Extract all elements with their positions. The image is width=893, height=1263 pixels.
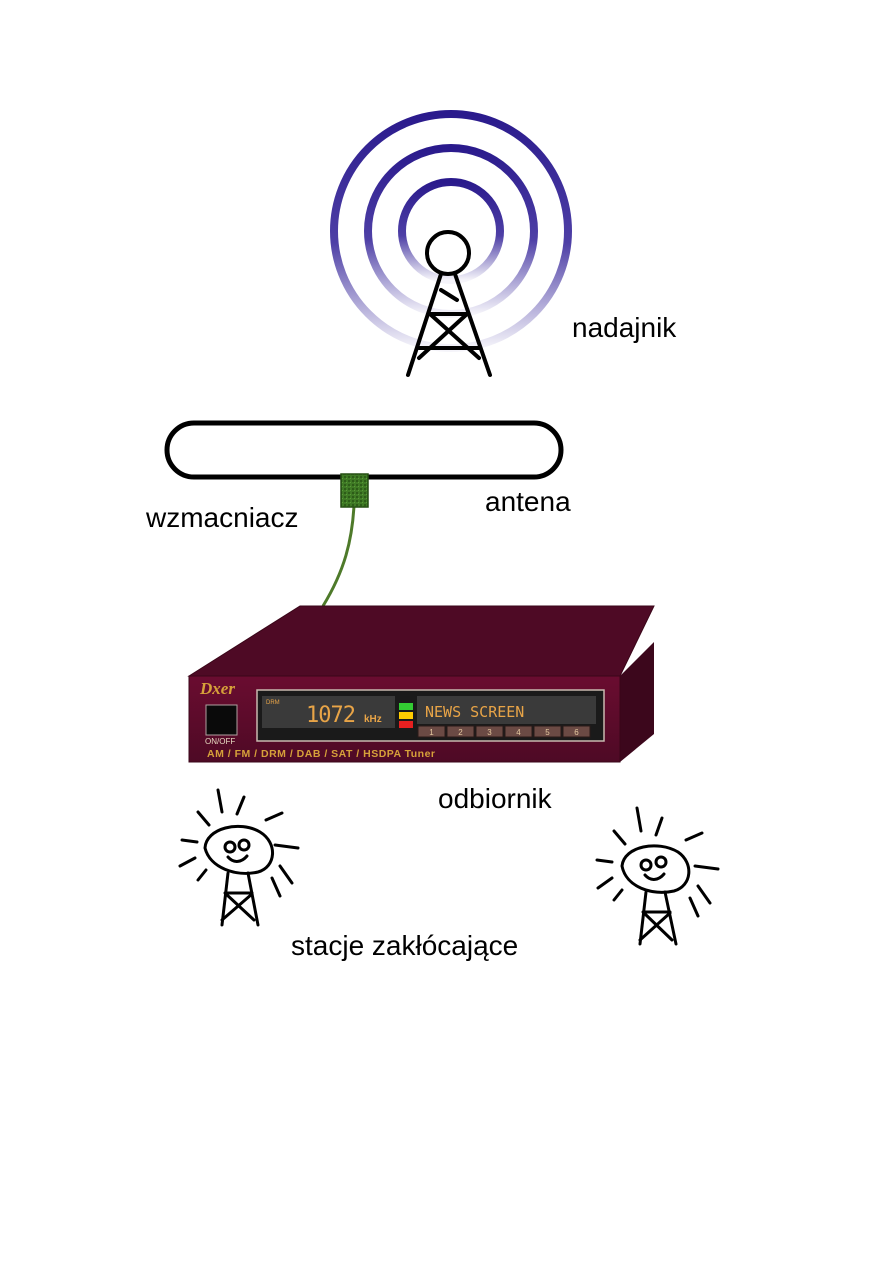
- display-text: NEWS SCREEN: [425, 703, 524, 721]
- led-red: [399, 721, 413, 728]
- interference-station-left-icon: [178, 788, 300, 927]
- preset-label-4: 4: [516, 728, 521, 737]
- frequency-display: [262, 696, 395, 728]
- preset-button-3[interactable]: [475, 725, 504, 738]
- receiver-device: Dxer ON/OFF DRM 1072 kHz NEWS SCREEN 1 2…: [187, 605, 655, 763]
- antenna-label: antena: [485, 486, 571, 517]
- antenna-loop: [164, 420, 564, 480]
- interference-station-right-icon: [595, 806, 720, 946]
- preset-label-2: 2: [458, 728, 463, 737]
- wave-inner: [398, 178, 504, 284]
- preset-button-2[interactable]: [446, 725, 475, 738]
- power-label: ON/OFF: [205, 737, 235, 746]
- led-green: [399, 703, 413, 710]
- frequency-value: 1072: [306, 703, 355, 728]
- preset-button-5[interactable]: [533, 725, 562, 738]
- device-side: [620, 642, 654, 762]
- preset-button-4[interactable]: [504, 725, 533, 738]
- transmitter-tower: [330, 110, 572, 377]
- mode-tag: DRM: [266, 700, 280, 706]
- amplifier-box: [340, 473, 369, 508]
- interference-label: stacje zakłócające: [291, 930, 518, 961]
- power-button[interactable]: [205, 704, 238, 736]
- preset-label-1: 1: [429, 728, 434, 737]
- preset-button-6[interactable]: [562, 725, 591, 738]
- band-list: AM / FM / DRM / DAB / SAT / HSDPA Tuner: [207, 748, 436, 760]
- device-brand: Dxer: [199, 679, 235, 698]
- antenna-cable: [321, 505, 356, 607]
- tower-top-icon: [425, 230, 471, 276]
- frequency-unit: kHz: [364, 714, 382, 725]
- preset-button-1[interactable]: [417, 725, 446, 738]
- led-yellow: [399, 712, 413, 719]
- device-top: [187, 605, 655, 677]
- amplifier-label: wzmacniacz: [145, 502, 298, 533]
- transmitter-label: nadajnik: [572, 312, 677, 343]
- tower-lattice-icon: [406, 272, 492, 377]
- text-display: [417, 696, 596, 724]
- preset-label-5: 5: [545, 728, 550, 737]
- preset-buttons: 1 2 3 4 5 6: [417, 725, 591, 738]
- preset-label-3: 3: [487, 728, 492, 737]
- receiver-label: odbiornik: [438, 783, 553, 814]
- preset-label-6: 6: [574, 728, 579, 737]
